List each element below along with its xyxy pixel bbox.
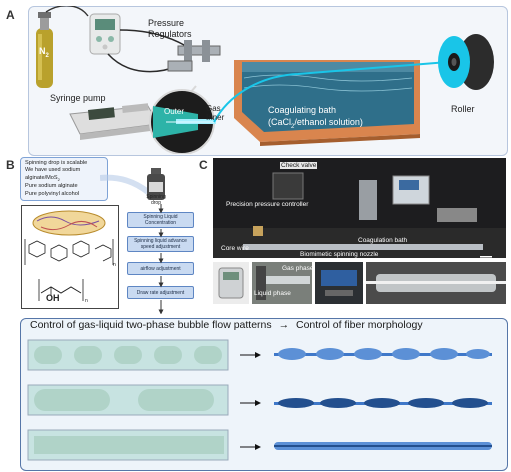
chemical-structures (24, 210, 114, 301)
roller-label: Roller (451, 104, 475, 114)
gas-inner-label: Gas Inner (206, 104, 225, 122)
panel-b-letter: B (6, 158, 15, 172)
callout-tail (100, 174, 150, 195)
bubble-flow-row-3 (27, 429, 229, 461)
panel-a-letter: A (6, 8, 15, 22)
core-wire-label: Core wire (221, 245, 249, 252)
fiber-spindle-row-2 (274, 398, 492, 408)
biomimetic-nozzle-label: Biomimetic spinning nozzle (300, 251, 379, 258)
panel-c-letter: C (199, 158, 208, 172)
check-valve-label: Check valve (280, 162, 318, 169)
spinning-drop-bottle-icon (147, 168, 165, 200)
syringe-pump-icon (69, 103, 159, 140)
outer-label: Outer (164, 107, 185, 116)
alginate-n-label: n (113, 262, 116, 268)
flow-pattern-diagram (27, 339, 492, 461)
syringe-pump-label: Syringe pump (50, 93, 106, 103)
controller-display-photo (315, 262, 363, 304)
bubble-flow-row-2 (27, 384, 229, 416)
pressure-controller-icon (89, 13, 121, 55)
coagulating-bath-label: Coagulating bath (CaCl2/ethanol solution… (268, 105, 363, 130)
setup-photo (213, 158, 506, 258)
pva-oh-label: OH (46, 293, 60, 303)
flow-arrows (158, 204, 164, 314)
fiber-beaded-row-1 (274, 348, 492, 360)
regulator-fittings-icon (167, 40, 221, 72)
nozzle-magnifier-icon (149, 89, 216, 154)
pressure-gauge-photo (213, 262, 249, 304)
n2-label: N2 (39, 46, 49, 59)
nozzle-assembly-photo (366, 262, 506, 304)
spinning-drop-label: Spinning drop (146, 194, 166, 206)
coagulating-bath-icon (234, 60, 420, 146)
roller-icon (438, 34, 494, 90)
pva-n-label: n (85, 298, 88, 304)
scalability-note: Spinning drop is scalable We have used s… (20, 157, 108, 201)
gas-phase-label: Gas phase (282, 265, 314, 272)
phase-nozzle-photo (252, 262, 312, 304)
bottom-title: Control of gas-liquid two-phase bubble f… (30, 319, 423, 331)
pressure-regulators-label: Pressure Regulators (148, 18, 192, 39)
fiber-hollow-row-3 (274, 442, 492, 450)
bubble-flow-row-1 (27, 339, 229, 371)
panel-a-illustration (36, 6, 494, 154)
gas-cylinder-icon (36, 12, 53, 88)
coagulation-bath-label: Coagulation bath (358, 237, 408, 244)
liquid-phase-label: Liquid phase (254, 290, 291, 297)
pressure-controller-label: Precision pressure controller (226, 201, 309, 208)
